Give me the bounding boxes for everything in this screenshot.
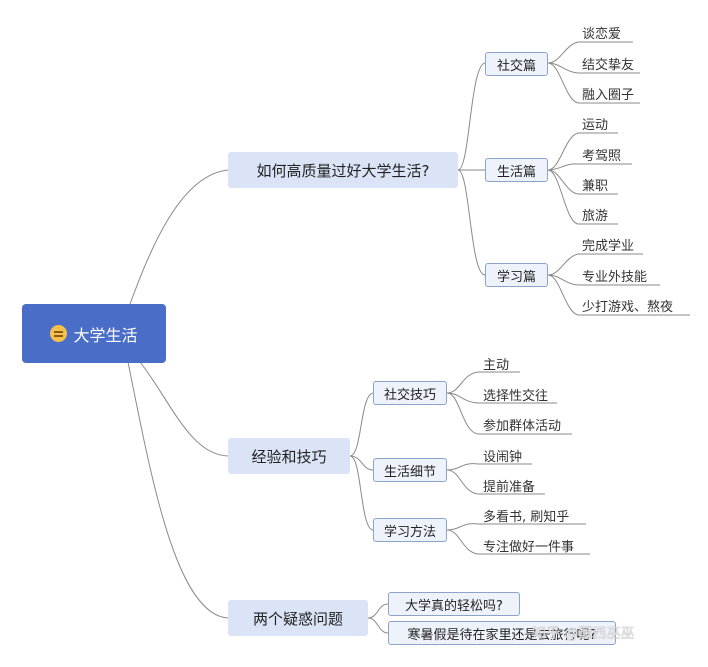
- leaf-node[interactable]: 专业外技能: [582, 266, 648, 285]
- leaf-node[interactable]: 多看书, 刷知乎: [483, 506, 570, 525]
- leaf-node[interactable]: 旅游: [582, 205, 609, 224]
- sub-node[interactable]: 社交篇: [485, 52, 548, 76]
- leaf-label: 谈恋爱: [582, 26, 622, 42]
- leaf-label: 参加群体活动: [483, 418, 562, 434]
- leaf-node[interactable]: 设闹钟: [483, 446, 523, 465]
- leaf-node[interactable]: 主动: [483, 354, 510, 373]
- leaf-node[interactable]: 融入圈子: [582, 84, 635, 103]
- sub-label: 寒暑假是待在家里还是去旅行呢?: [407, 627, 597, 643]
- leaf-node[interactable]: 专注做好一件事: [483, 536, 575, 555]
- watermark-text: 知乎 @蘸西巫巫: [532, 626, 635, 642]
- leaf-label: 兼职: [582, 178, 609, 194]
- sub-node[interactable]: 学习方法: [373, 518, 447, 542]
- leaf-node[interactable]: 完成学业: [582, 235, 635, 254]
- leaf-label: 考驾照: [582, 148, 622, 164]
- watermark: 知乎 @蘸西巫巫: [532, 623, 634, 643]
- sub-node[interactable]: 学习篇: [485, 263, 548, 287]
- leaf-label: 设闹钟: [483, 449, 523, 465]
- sub-label: 生活细节: [383, 464, 436, 480]
- leaf-node[interactable]: 结交挚友: [582, 54, 635, 73]
- sub-label: 大学真的轻松吗?: [405, 598, 503, 614]
- sub-label: 学习篇: [496, 269, 536, 285]
- leaf-node[interactable]: 谈恋爱: [582, 23, 622, 42]
- sub-node[interactable]: 社交技巧: [373, 381, 447, 405]
- smiley-face-icon: [50, 325, 68, 342]
- leaf-label: 少打游戏、熬夜: [582, 299, 674, 315]
- sub-label: 社交技巧: [383, 387, 436, 403]
- branch-label: 如何高质量过好大学生活?: [256, 161, 430, 180]
- leaf-label: 专注做好一件事: [483, 539, 575, 555]
- sub-label: 生活篇: [496, 164, 536, 180]
- leaf-label: 专业外技能: [582, 269, 648, 285]
- branch-label: 经验和技巧: [251, 447, 327, 466]
- leaf-label: 运动: [582, 117, 609, 133]
- root-label: 大学生活: [73, 325, 138, 345]
- sub-label: 学习方法: [383, 524, 436, 540]
- sub-node[interactable]: 寒暑假是待在家里还是去旅行呢?: [388, 621, 616, 645]
- sub-label: 社交篇: [496, 58, 536, 74]
- leaf-node[interactable]: 提前准备: [483, 476, 536, 495]
- branch-node[interactable]: 经验和技巧: [228, 438, 350, 474]
- leaf-label: 旅游: [582, 208, 609, 224]
- leaf-node[interactable]: 兼职: [582, 175, 609, 194]
- leaf-label: 完成学业: [582, 238, 635, 254]
- sub-node[interactable]: 生活篇: [485, 158, 548, 182]
- leaf-node[interactable]: 少打游戏、熬夜: [582, 296, 674, 315]
- leaf-label: 融入圈子: [582, 87, 635, 103]
- leaf-node[interactable]: 运动: [582, 114, 609, 133]
- branch-node[interactable]: 如何高质量过好大学生活?: [228, 152, 458, 188]
- branch-label: 两个疑惑问题: [252, 609, 343, 628]
- leaf-label: 主动: [483, 357, 510, 373]
- sub-node[interactable]: 生活细节: [373, 458, 447, 482]
- branch-node[interactable]: 两个疑惑问题: [228, 600, 368, 636]
- leaf-label: 多看书, 刷知乎: [483, 509, 570, 525]
- root-node[interactable]: 大学生活: [22, 304, 166, 363]
- leaf-node[interactable]: 参加群体活动: [483, 415, 562, 434]
- leaf-label: 结交挚友: [582, 57, 635, 73]
- leaf-node[interactable]: 选择性交往: [483, 385, 549, 404]
- leaf-label: 提前准备: [483, 479, 536, 495]
- sub-node[interactable]: 大学真的轻松吗?: [388, 592, 520, 616]
- leaf-node[interactable]: 考驾照: [582, 145, 622, 164]
- leaf-label: 选择性交往: [483, 388, 549, 404]
